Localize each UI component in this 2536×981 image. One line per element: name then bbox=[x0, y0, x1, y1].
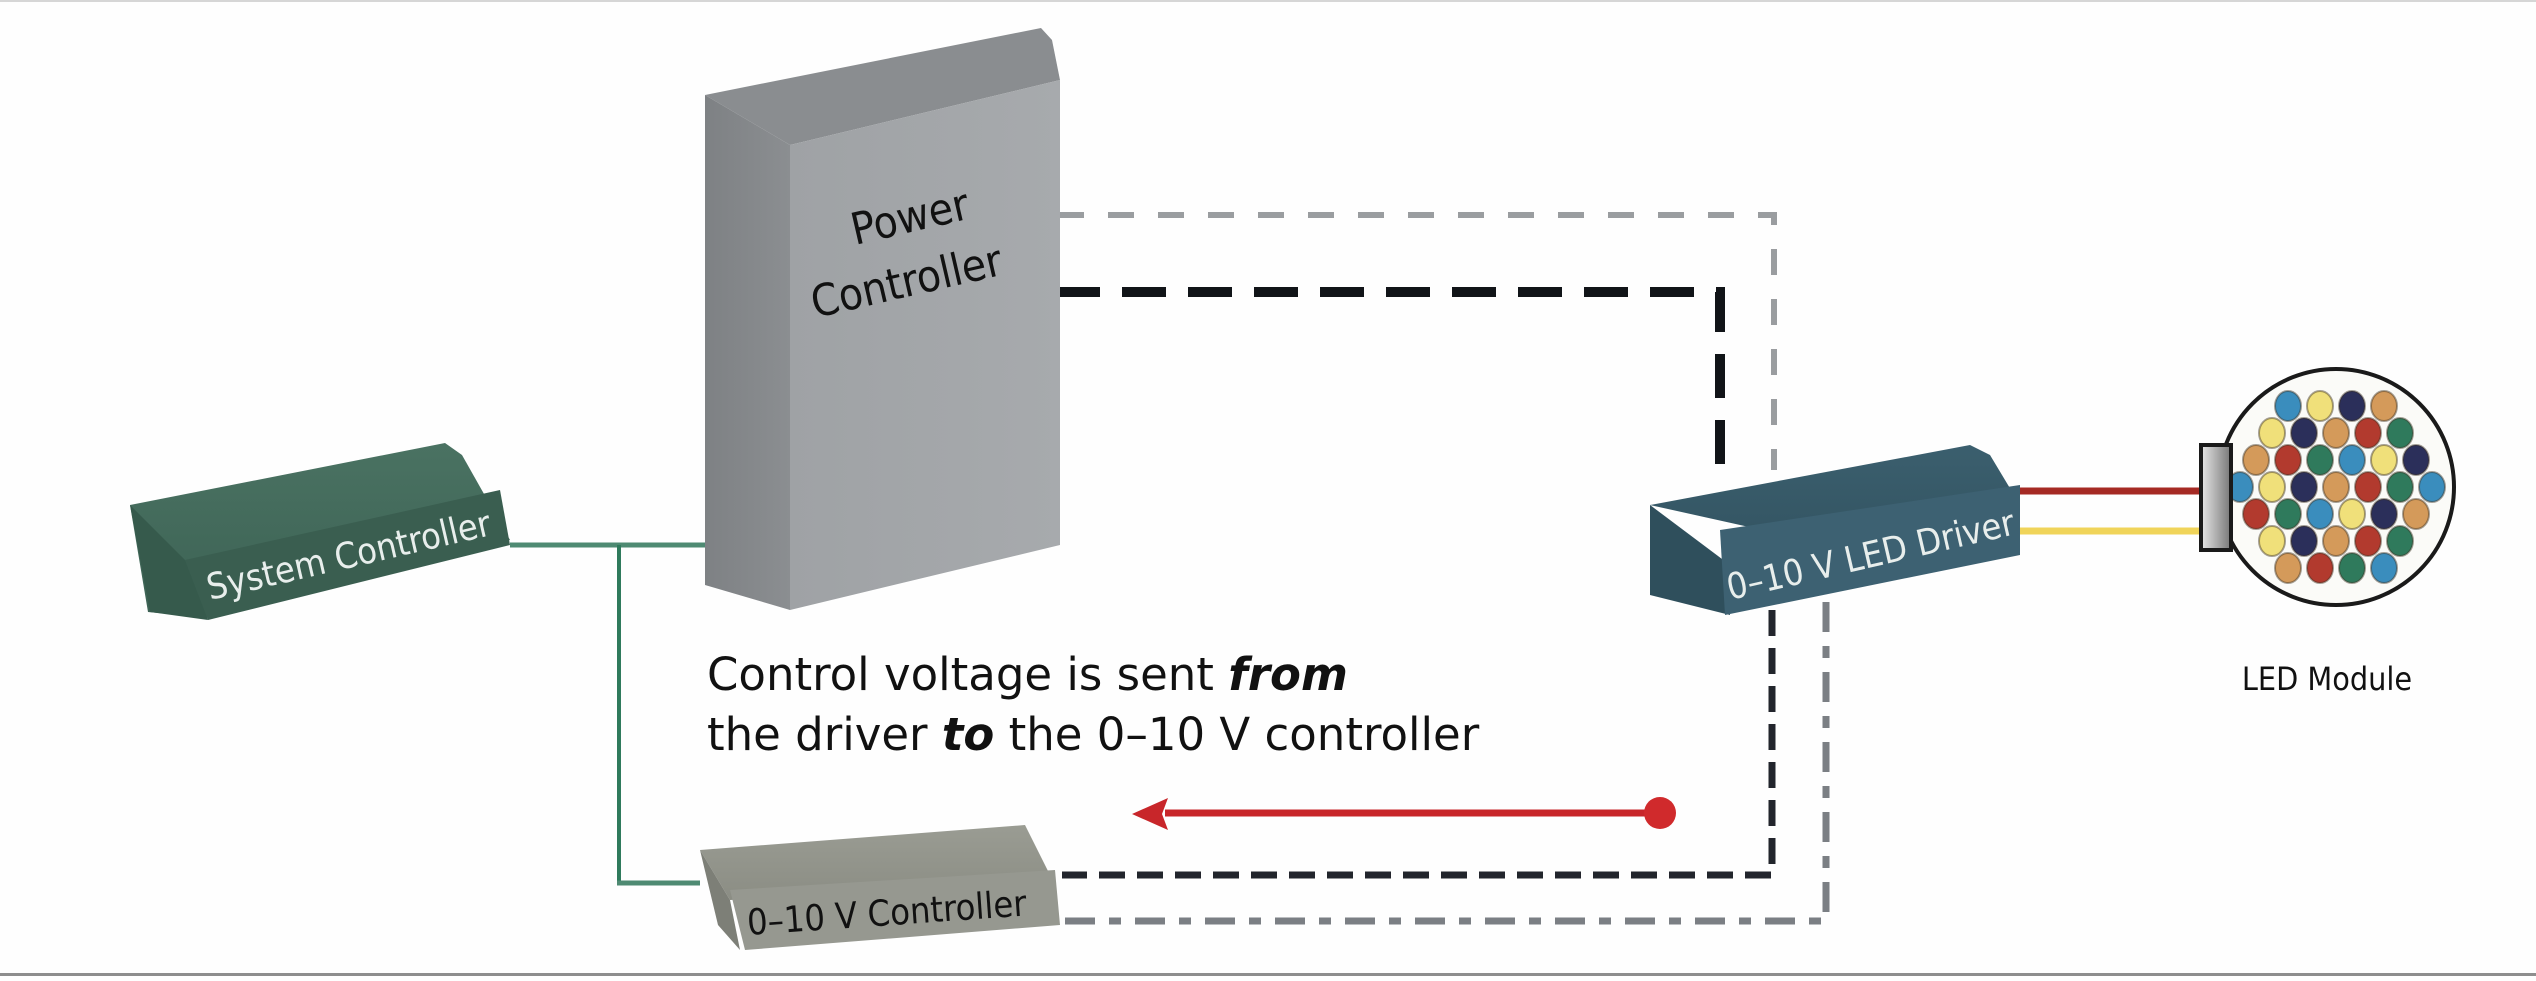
led-chip bbox=[2290, 471, 2318, 503]
caption-line-2: the driver to the 0–10 V controller bbox=[707, 708, 1480, 761]
power-controller[interactable]: Power Controller bbox=[705, 28, 1060, 610]
led-chip bbox=[2354, 525, 2382, 557]
power-controller-front bbox=[790, 80, 1060, 610]
system-controller-side bbox=[130, 505, 208, 620]
led-chip bbox=[2418, 471, 2446, 503]
led-chip bbox=[2258, 525, 2286, 557]
led-chip bbox=[2338, 390, 2366, 422]
caption-line-1: Control voltage is sent from bbox=[707, 648, 1348, 701]
zero-ten-controller-side bbox=[700, 850, 740, 950]
bottom-border bbox=[0, 973, 2536, 976]
led-chip bbox=[2274, 552, 2302, 584]
led-chip bbox=[2370, 498, 2398, 530]
power-controller-side bbox=[705, 95, 790, 610]
led-chip bbox=[2306, 552, 2334, 584]
led-module-connector bbox=[2199, 443, 2233, 552]
caption-line1-text: Control voltage is sent bbox=[707, 648, 1228, 701]
led-chip bbox=[2386, 525, 2414, 557]
led-chip bbox=[2354, 471, 2382, 503]
system-controller[interactable]: System Controller bbox=[130, 443, 510, 620]
system-bus-wires bbox=[510, 542, 710, 886]
led-chip bbox=[2274, 444, 2302, 476]
led-chip bbox=[2338, 444, 2366, 476]
led-chip bbox=[2306, 444, 2334, 476]
led-driver[interactable]: 0–10 V LED Driver bbox=[1650, 445, 2020, 615]
zero-ten-controller-front bbox=[730, 870, 1060, 950]
control-line-dark-dashed bbox=[1062, 610, 1776, 879]
led-module[interactable]: LED Module bbox=[2199, 367, 2456, 698]
led-chip bbox=[2322, 525, 2350, 557]
led-chip bbox=[2370, 444, 2398, 476]
led-chip bbox=[2322, 471, 2350, 503]
led-chip bbox=[2370, 552, 2398, 584]
led-chip bbox=[2306, 498, 2334, 530]
led-driver-side bbox=[1650, 505, 1730, 615]
led-chip bbox=[2338, 552, 2366, 584]
led-chip bbox=[2258, 471, 2286, 503]
led-chip bbox=[2306, 390, 2334, 422]
led-chip bbox=[2274, 390, 2302, 422]
signal-direction-arrow bbox=[1132, 797, 1676, 830]
power-line-grey-dashed bbox=[1058, 212, 1777, 470]
led-chip bbox=[2322, 417, 2350, 449]
led-chip bbox=[2258, 417, 2286, 449]
led-module-label: LED Module bbox=[2242, 660, 2412, 698]
led-chip bbox=[2338, 498, 2366, 530]
top-border bbox=[0, 0, 2536, 2]
led-driver-front bbox=[1720, 485, 2020, 615]
led-chip bbox=[2402, 498, 2430, 530]
led-chip bbox=[2290, 417, 2318, 449]
led-chip bbox=[2386, 417, 2414, 449]
zero-ten-controller[interactable]: 0–10 V Controller bbox=[700, 825, 1060, 950]
led-grid bbox=[2226, 390, 2446, 584]
led-chip bbox=[2242, 444, 2270, 476]
system-controller-front bbox=[185, 490, 510, 620]
caption-line2-suffix: the 0–10 V controller bbox=[994, 708, 1479, 761]
led-chip bbox=[2354, 417, 2382, 449]
caption-line2-text: the driver bbox=[707, 708, 942, 761]
power-controller-top bbox=[705, 28, 1060, 145]
led-chip bbox=[2290, 525, 2318, 557]
arrow-head-left-icon bbox=[1132, 798, 1168, 830]
led-chip bbox=[2402, 444, 2430, 476]
led-chip bbox=[2242, 498, 2270, 530]
caption-line2-emphasis: to bbox=[942, 708, 994, 761]
power-line-black-dashed bbox=[1056, 287, 1725, 478]
led-chip bbox=[2274, 498, 2302, 530]
caption-line1-emphasis: from bbox=[1228, 648, 1348, 701]
led-chip bbox=[2386, 471, 2414, 503]
arrow-origin-dot bbox=[1644, 797, 1676, 829]
led-chip bbox=[2370, 390, 2398, 422]
